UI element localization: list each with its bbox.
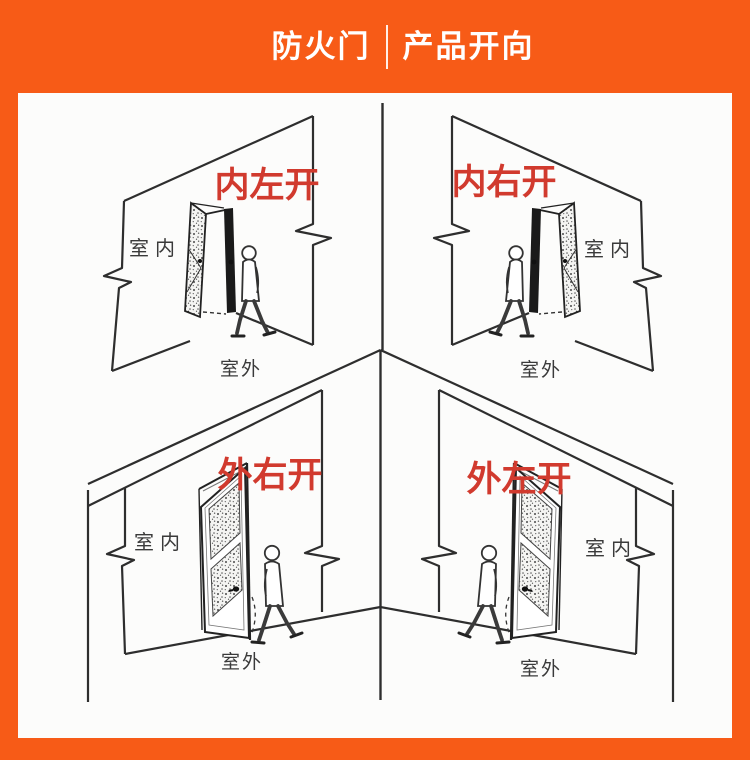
brand-title: 防火门	[271, 29, 371, 64]
page-header: 防火门 产品开向	[28, 0, 750, 93]
outdoor-label-bottom-left: 室外	[221, 651, 263, 673]
page-subtitle: 产品开向	[402, 29, 535, 64]
door-direction-diagram: 内左开 内右开 外右开 外左开 室内 室内 室内 室内 室外 室外 室外 室外	[86, 103, 675, 704]
diagram-panel: 内左开 内右开 外右开 外左开 室内 室内 室内 室内 室外 室外 室外 室外	[18, 93, 732, 738]
indoor-label-bottom-right: 室内	[585, 537, 637, 560]
indoor-label-bottom-left: 室内	[134, 531, 186, 554]
quadrant-title-bottom-right: 外左开	[466, 460, 571, 499]
quadrant-bottom-right	[379, 348, 675, 704]
quadrant-title-top-left: 内左开	[214, 166, 319, 205]
door-drawing	[488, 201, 582, 338]
door-drawing	[183, 201, 277, 338]
quadrant-title-top-right: 内右开	[451, 163, 556, 202]
indoor-label-top-left: 室内	[129, 237, 181, 260]
outdoor-label-bottom-right: 室外	[520, 658, 562, 680]
outdoor-label-top-right: 室外	[520, 359, 562, 381]
indoor-label-top-right: 室内	[584, 238, 636, 261]
quadrant-title-bottom-left: 外右开	[217, 456, 322, 495]
outdoor-label-top-left: 室外	[220, 358, 262, 380]
quadrant-bottom-left	[86, 348, 382, 704]
title-divider	[385, 24, 388, 69]
